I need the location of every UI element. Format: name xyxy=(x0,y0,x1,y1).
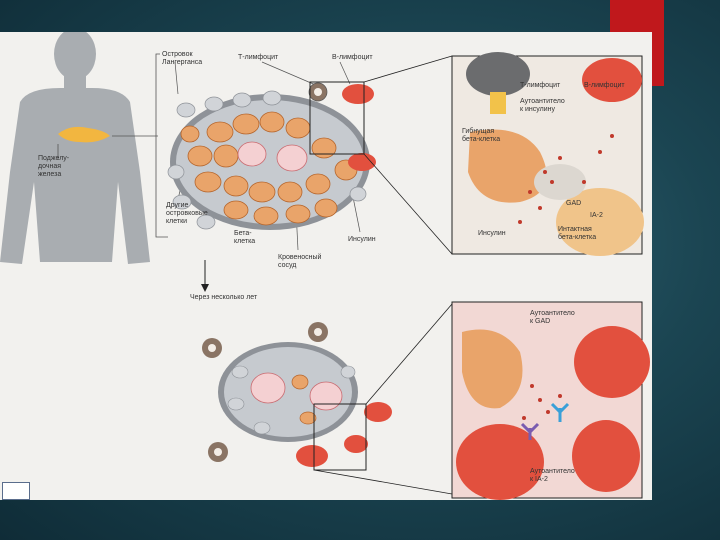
slide-nav-icon[interactable] xyxy=(2,482,30,500)
zoom1-ab-insulin-label: Аутоантитело к инсулину xyxy=(520,98,565,114)
label-t-lymphocyte: Т-лимфоцит xyxy=(238,54,278,62)
label-beta-cell: Бета- клетка xyxy=(234,230,255,246)
zoom1-ia2-label: IA-2 xyxy=(590,212,603,220)
label-years: Через несколько лет xyxy=(190,294,257,302)
label-vessel: Кровеносный сосуд xyxy=(278,254,321,270)
diagram-image: Островок Лангерганса Т-лимфоцит В-лимфоц… xyxy=(0,32,652,500)
zoom1-insulin-label: Инсулин xyxy=(478,230,506,238)
zoom1-intact-label: Интактная бета-клетка xyxy=(558,226,596,242)
body-silhouette xyxy=(0,32,150,264)
label-other-cells: Другие островковые клетки xyxy=(166,202,208,226)
label-islet: Островок Лангерганса xyxy=(162,51,202,67)
zoom1-t-label: Т-лимфоцит xyxy=(520,82,560,90)
zoom2-ab-ia2-label: Аутоантитело к IA-2 xyxy=(530,468,575,484)
zoom1-gad-label: GAD xyxy=(566,200,581,208)
zoom1-dying-label: Гибнущая бета-клетка xyxy=(462,128,500,144)
zoom1-b-label: В-лимфоцит xyxy=(584,82,625,90)
islet-bottom xyxy=(218,342,358,442)
label-pancreas: Поджелу- дочная железа xyxy=(38,155,69,179)
zoom2-ab-gad-label: Аутоантитело к GAD xyxy=(530,310,575,326)
label-insulin: Инсулин xyxy=(348,236,376,244)
label-b-lymphocyte: В-лимфоцит xyxy=(332,54,373,62)
